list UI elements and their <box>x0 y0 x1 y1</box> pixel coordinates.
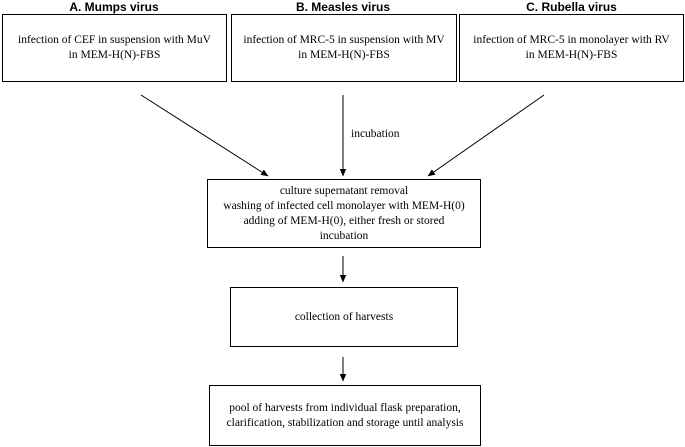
box-line: culture supernatant removal <box>279 184 409 197</box>
box-line: in MEM-H(N)-FBS <box>68 49 161 61</box>
box-line: in MEM-H(N)-FBS <box>525 49 618 61</box>
box-line: collection of harvests <box>294 310 394 323</box>
heading-mumps: A. Mumps virus <box>69 0 159 14</box>
box-mumps-infection: infection of CEF in suspension with MuV … <box>2 14 227 82</box>
box-line: clarification, stabilization and storage… <box>226 416 464 429</box>
box-measles-infection: infection of MRC-5 in suspension with MV… <box>231 14 457 82</box>
box-line: incubation <box>319 229 369 242</box>
box-line: infection of CEF in suspension with MuV <box>18 34 211 46</box>
box-line: washing of infected cell monolayer with … <box>223 199 465 212</box>
heading-measles: B. Measles virus <box>295 0 391 14</box>
box-collection: collection of harvests <box>230 287 458 347</box>
incubation-label: incubation <box>351 128 400 140</box>
box-line: pool of harvests from individual flask p… <box>229 401 461 414</box>
arrow-mumps-to-wash <box>140 94 269 177</box>
arrow-rubella-to-wash <box>427 94 545 177</box>
box-line: infection of MRC-5 in suspension with MV <box>243 34 445 46</box>
box-pool-and-storage: pool of harvests from individual flask p… <box>209 385 481 446</box>
heading-rubella: C. Rubella virus <box>526 0 617 14</box>
box-rubella-infection: infection of MRC-5 in monolayer with RV … <box>459 14 684 82</box>
box-line: infection of MRC-5 in monolayer with RV <box>473 34 670 46</box>
box-line: adding of MEM-H(0), either fresh or stor… <box>243 214 445 227</box>
box-wash-and-incubate: culture supernatant removal washing of i… <box>207 179 481 248</box>
box-line: in MEM-H(N)-FBS <box>298 49 390 61</box>
